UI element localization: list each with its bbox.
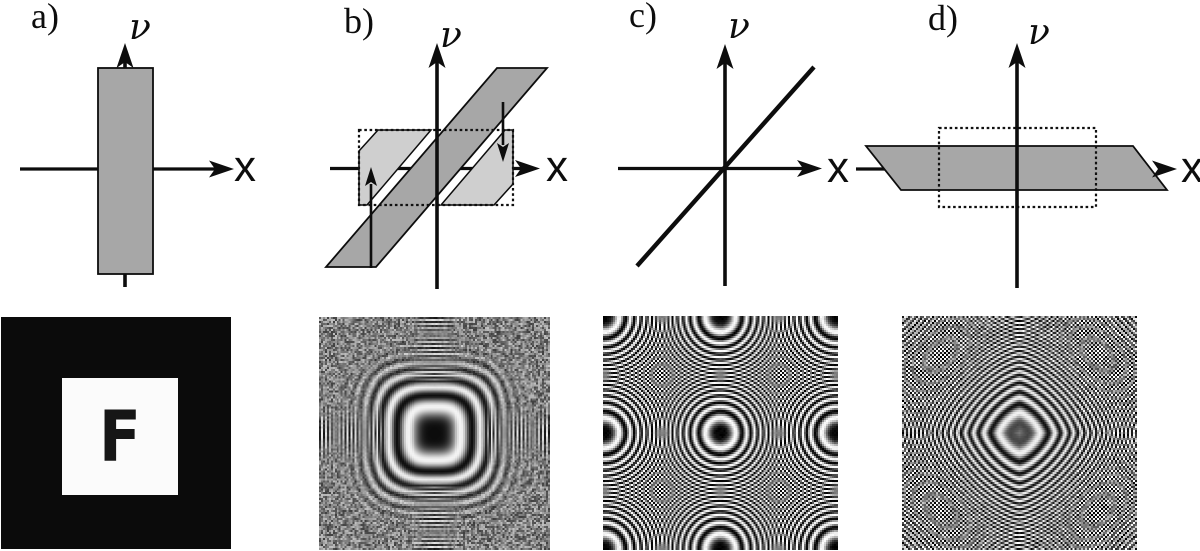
dashed-reference-rectangle: [357, 128, 515, 207]
x-axis-arrowhead-icon: [515, 160, 540, 177]
phase-space-diagram-d: d) ν x: [856, 0, 1200, 288]
panel-label-c: c): [629, 0, 657, 35]
phase-image-d: [902, 316, 1137, 550]
x-axis-label: x: [234, 142, 256, 191]
nu-axis-arrowhead-icon: [716, 44, 734, 69]
panel-label-d: d): [928, 0, 958, 38]
phase-space-diagram-b: b) ν x: [324, 1, 568, 289]
x-axis-label: x: [827, 143, 849, 192]
shear-up-arrowhead-icon: [365, 167, 377, 186]
panel-label-a: a): [31, 0, 59, 36]
nu-axis-label: ν: [728, 6, 750, 47]
nu-axis-arrowhead-icon: [1008, 43, 1026, 68]
phase-image-c: [603, 316, 838, 550]
x-axis-arrowhead-icon: [797, 160, 822, 177]
phase-image-b: [319, 317, 550, 550]
residual-region-right: [439, 129, 514, 206]
nu-axis-arrowhead-icon: [428, 43, 446, 68]
letter-f-image: F: [1, 317, 231, 549]
x-axis-label: x: [1181, 143, 1200, 192]
residual-region-left: [358, 129, 433, 206]
x-axis-label: x: [546, 142, 568, 191]
nu-axis-label: ν: [1028, 12, 1050, 53]
wigner-rectangle: [97, 67, 154, 275]
letter-f-white-square: F: [62, 378, 178, 495]
x-axis-arrowhead-icon: [209, 160, 234, 178]
phase-space-diagram-c: c) ν x: [618, 0, 849, 286]
nu-axis-arrowhead-icon: [116, 43, 134, 68]
letter-f-glyph: F: [98, 395, 142, 478]
chirp-line: [635, 65, 816, 268]
nu-axis-label: ν: [129, 7, 151, 48]
phase-space-diagram-a: a) ν x: [20, 0, 256, 287]
x-axis-arrowhead-icon: [1152, 160, 1177, 178]
panel-label-b: b): [344, 1, 374, 41]
nu-axis-label: ν: [440, 15, 462, 56]
shear-down-arrowhead-icon: [497, 143, 509, 162]
